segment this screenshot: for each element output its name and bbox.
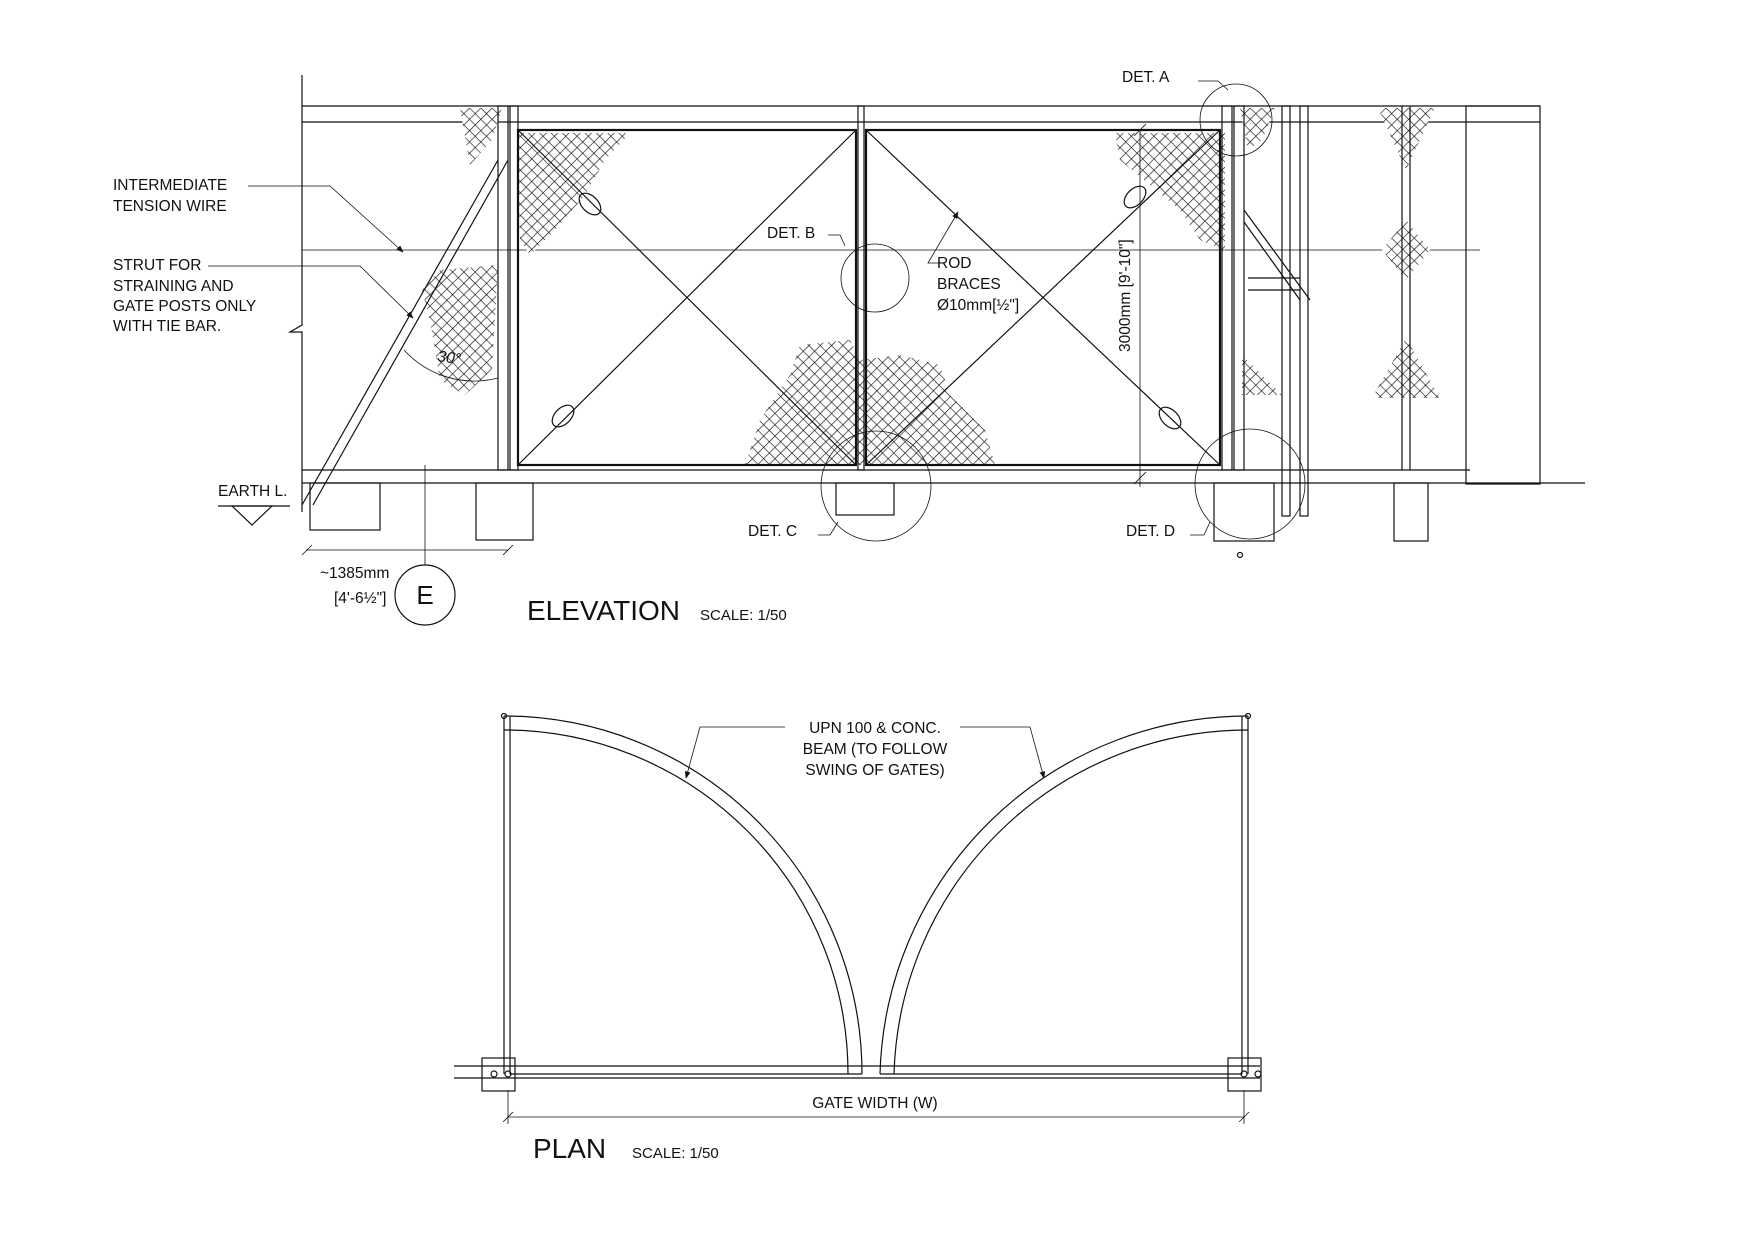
strut [312, 159, 509, 506]
detail-circle-b [840, 243, 910, 313]
mesh-fragment [1240, 108, 1275, 150]
det-d-label: DET. D [1126, 523, 1175, 540]
earth-level-label: EARTH L. [218, 483, 288, 500]
dimension-tick [1133, 123, 1147, 137]
angle-label: 30° [436, 348, 462, 368]
hinge-icon [504, 1070, 512, 1078]
turnbuckle [1123, 185, 1147, 209]
gate-post-right [1221, 105, 1233, 471]
mesh-fragment [517, 133, 630, 255]
leader-det-d [1190, 521, 1211, 536]
detail-circle-a [1199, 83, 1273, 157]
detail-circle-d [1194, 428, 1306, 540]
strut-label-2: STRAINING AND [113, 278, 234, 295]
strut-dimension-imperial-label: [4'-6½"] [334, 590, 386, 607]
strut-label-4: WITH TIE BAR. [113, 318, 221, 335]
leader-det-a [1198, 80, 1229, 91]
fence-strut [1243, 221, 1301, 301]
angle-arc [403, 349, 499, 382]
swing-arc-right [879, 715, 1249, 1075]
tension-wire-label-2: TENSION WIRE [113, 198, 227, 215]
gate-post-left [497, 105, 509, 471]
leader-strut [208, 265, 414, 319]
tension-wire-label-1: INTERMEDIATE [113, 177, 227, 194]
point-marker [1236, 551, 1244, 559]
turnbuckle [1158, 406, 1182, 430]
hinge-icon [490, 1070, 498, 1078]
strut [301, 159, 499, 506]
footing [1213, 482, 1275, 542]
section-marker-circle [394, 564, 456, 626]
gate-width-label: GATE WIDTH (W) [812, 1095, 937, 1112]
gate-post-right-outer [1233, 105, 1245, 471]
footing [1393, 482, 1429, 542]
leader-beam-left [684, 726, 785, 779]
leader-det-c [818, 521, 839, 536]
det-a-label: DET. A [1122, 69, 1170, 86]
mesh-fragment [422, 265, 498, 395]
swing-arc-right [893, 729, 1249, 1075]
post-node [1244, 712, 1252, 720]
leader-rod-braces [927, 211, 959, 264]
strut-dimension-mm-label: ~1385mm [320, 565, 389, 582]
break-line [287, 75, 303, 512]
fence-strut [1243, 209, 1311, 301]
dimension-tick [1238, 1111, 1250, 1123]
det-b-label: DET. B [767, 225, 815, 242]
fence-post [1299, 105, 1309, 517]
fence-end-wall [1465, 105, 1541, 485]
section-marker-label: E [416, 580, 433, 610]
mesh-fragment [1372, 338, 1440, 398]
dimension-tick [502, 544, 514, 556]
mesh-fragment [1115, 133, 1225, 250]
dimension-tick [1133, 471, 1147, 485]
hinge-icon [1254, 1070, 1262, 1078]
dimension-tick [301, 544, 313, 556]
hinge-icon [1240, 1070, 1248, 1078]
elevation-title: ELEVATION [527, 595, 680, 626]
turnbuckle [551, 404, 575, 428]
mesh-fragment [1378, 108, 1435, 170]
footing [835, 482, 895, 516]
strut-label-1: STRUT FOR [113, 257, 201, 274]
det-c-label: DET. C [748, 523, 797, 540]
swing-arc-left [503, 729, 849, 1075]
plan-scale: SCALE: 1/50 [632, 1145, 719, 1162]
elevation-scale: SCALE: 1/50 [700, 607, 787, 624]
gate-post-left-inner [509, 105, 519, 471]
fence-post [1281, 105, 1291, 517]
leader-tension-wire [248, 185, 404, 253]
plan-view: UPN 100 & CONC. BEAM (TO FOLLOW SWING OF… [454, 712, 1262, 1164]
rod-braces-label-1: ROD [937, 255, 971, 272]
swing-arc-left [503, 715, 863, 1075]
rod-braces-label-2: BRACES [937, 276, 1001, 293]
beam-note-line-2: BEAM (TO FOLLOW [803, 741, 948, 758]
rod-braces-label-3: Ø10mm[½"] [937, 297, 1019, 314]
leader-beam-right [960, 726, 1046, 779]
earth-level-triangle [230, 505, 274, 526]
mesh-fragment [745, 340, 995, 465]
rod-brace [865, 129, 1221, 466]
footing [309, 482, 381, 531]
post-node [500, 712, 508, 720]
elevation-view: DET. A DET. B DET. C DET. D INTERMEDIATE… [113, 69, 1585, 626]
detail-circle-c [820, 430, 932, 542]
footing [475, 482, 534, 541]
height-dimension-label: 3000mm [9'-10"] [1117, 239, 1134, 352]
mesh-fragment [460, 108, 502, 165]
beam-note-line-3: SWING OF GATES) [805, 762, 944, 779]
turnbuckle [578, 192, 602, 216]
leader-det-b [828, 234, 846, 247]
beam-note-line-1: UPN 100 & CONC. [809, 720, 941, 737]
centre-post [857, 105, 865, 471]
dimension-tick [502, 1111, 514, 1123]
rod-brace [517, 129, 857, 466]
plan-title: PLAN [533, 1133, 606, 1164]
mesh-fragment [1242, 355, 1282, 395]
mesh-fragment [1382, 220, 1430, 280]
strut-label-3: GATE POSTS ONLY [113, 298, 256, 315]
